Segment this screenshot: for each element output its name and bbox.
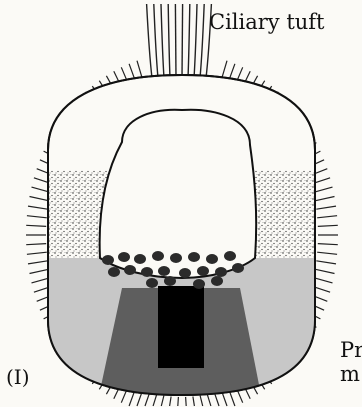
granule <box>170 253 182 263</box>
cilium <box>170 397 172 407</box>
cilium <box>313 278 332 283</box>
cilium <box>317 216 337 218</box>
cilium <box>318 225 338 226</box>
cilium <box>316 261 336 264</box>
tuft-cilium <box>161 4 164 78</box>
tuft-cilium <box>188 4 190 78</box>
cilium <box>30 197 50 201</box>
cilium <box>28 206 48 209</box>
cilium <box>315 197 335 201</box>
tuft-cilium <box>200 4 204 78</box>
granule <box>164 276 176 286</box>
tuft-cilium <box>175 4 176 78</box>
granule <box>197 266 209 276</box>
granule <box>118 252 130 262</box>
tuft-cilium <box>147 4 152 78</box>
cilium <box>26 225 46 226</box>
cilium <box>27 216 47 218</box>
granule <box>188 252 200 262</box>
granule <box>232 263 244 273</box>
cilium <box>178 397 179 406</box>
cilium <box>313 187 332 192</box>
ciliary-tuft-label: Ciliary tuft <box>209 10 325 34</box>
cilium <box>200 396 203 406</box>
granule <box>215 267 227 277</box>
cilium <box>27 252 47 254</box>
granule <box>102 255 114 265</box>
right-label-line1: Pr <box>340 338 362 362</box>
granule <box>134 254 146 264</box>
cilium <box>193 397 195 407</box>
tuft-cilium <box>154 4 158 78</box>
cilium <box>153 394 157 406</box>
cilium <box>318 244 338 245</box>
granule <box>211 276 223 286</box>
granule <box>124 265 136 275</box>
cilium <box>207 394 211 406</box>
panel-label: (I) <box>6 365 30 389</box>
granule <box>152 251 164 261</box>
tuft-cilium <box>194 4 197 78</box>
cilium <box>186 397 187 406</box>
granule <box>224 251 236 261</box>
granule <box>179 268 191 278</box>
cilium <box>161 396 164 406</box>
apical-ciliary-tuft <box>147 4 212 78</box>
right-label-line2: m <box>340 362 360 386</box>
black-block <box>158 286 204 368</box>
cilium <box>28 261 48 264</box>
cilium <box>317 252 337 254</box>
tuft-cilium <box>182 4 183 78</box>
granule <box>193 279 205 289</box>
cilium <box>315 269 335 273</box>
tuft-cilium <box>168 4 170 78</box>
granule <box>158 266 170 276</box>
granule <box>146 278 158 288</box>
granule <box>206 254 218 264</box>
cilium <box>316 206 336 209</box>
cilium <box>26 244 46 245</box>
granule <box>141 267 153 277</box>
granule <box>108 267 120 277</box>
cilium <box>30 269 50 273</box>
